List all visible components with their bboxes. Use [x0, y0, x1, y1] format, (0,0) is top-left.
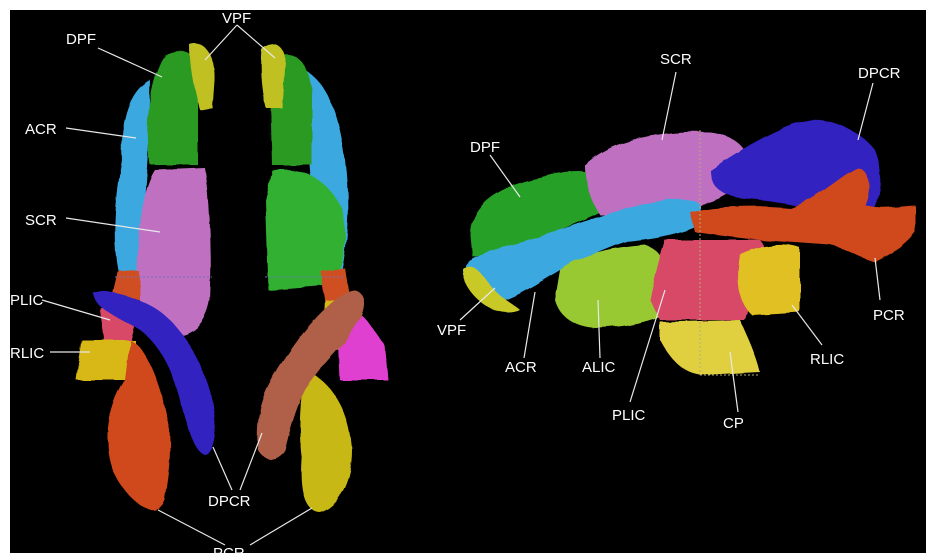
label-left-pcr: PCR [213, 545, 245, 553]
label-right-dpcr: DPCR [858, 65, 901, 82]
left-dpf-left [148, 51, 198, 165]
left-vpf-right [261, 45, 285, 108]
label-right-vpf: VPF [437, 322, 466, 339]
label-left-acr: ACR [25, 121, 57, 138]
left-yellow-lower-right [300, 370, 352, 512]
label-right-plic: PLIC [612, 407, 646, 424]
label-left-plic: PLIC [10, 292, 44, 309]
label-left-rlic: RLIC [10, 345, 44, 362]
label-left-scr: SCR [25, 212, 57, 229]
label-right-acr: ACR [505, 359, 537, 376]
label-left-dpcr: DPCR [208, 493, 251, 510]
label-left-vpf: VPF [222, 10, 251, 27]
right-view [462, 120, 915, 375]
right-rlic [738, 245, 800, 315]
left-view [76, 44, 388, 512]
label-right-alic: ALIC [582, 359, 616, 376]
label-right-pcr: PCR [873, 307, 905, 324]
label-right-scr: SCR [660, 51, 692, 68]
label-right-dpf: DPF [470, 139, 500, 156]
label-right-rlic: RLIC [810, 351, 844, 368]
label-right-cp: CP [723, 415, 744, 432]
label-left-dpf: DPF [66, 31, 96, 48]
right-cp [660, 320, 760, 375]
